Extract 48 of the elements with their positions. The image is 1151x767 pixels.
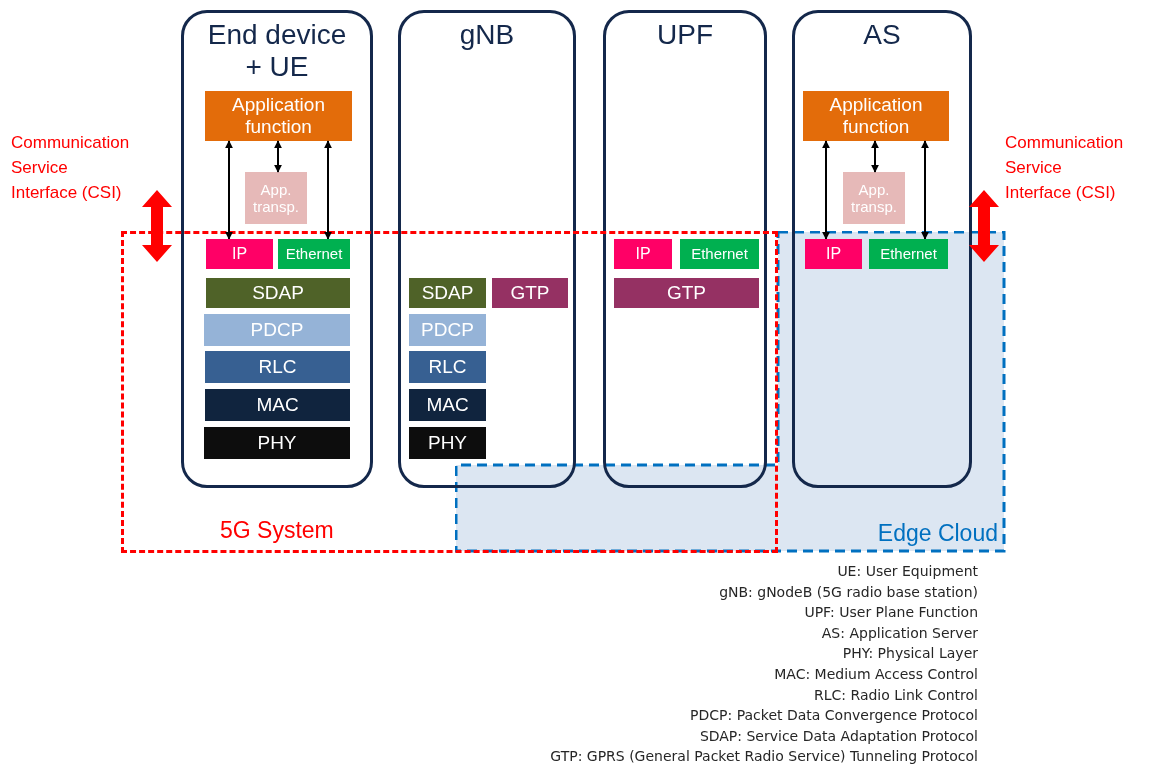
column-title: AS — [862, 19, 902, 52]
double-arrow — [324, 140, 332, 240]
ethernet-layer-box: Ethernet — [680, 239, 759, 269]
abbreviation-note: gNB: gNodeB (5G radio base station) — [719, 583, 978, 600]
protocol-stack-column — [603, 10, 767, 488]
abbreviation-note: PHY: Physical Layer — [842, 645, 978, 662]
rlc-layer-box: RLC — [409, 351, 486, 383]
pdcp-layer-box: PDCP — [204, 314, 350, 346]
ip-layer-box: IP — [206, 239, 273, 269]
double-arrow — [225, 140, 233, 240]
abbreviation-note: UPF: User Plane Function — [804, 604, 978, 621]
abbreviation-note: GTP: GPRS (General Packet Radio Service) Tunneling Protocol — [550, 748, 978, 765]
abbreviation-note: PDCP: Packet Data Convergence Protocol — [690, 707, 978, 724]
abbreviation-note: RLC: Radio Link Control — [814, 686, 978, 703]
mac-layer-box: MAC — [409, 389, 486, 421]
application-function-box: Application function — [803, 91, 949, 141]
ip-layer-box: IP — [614, 239, 672, 269]
region-label: Edge Cloud — [877, 520, 998, 547]
ethernet-layer-box: Ethernet — [869, 239, 948, 269]
column-title: gNB — [458, 19, 516, 52]
abbreviation-note: AS: Application Server — [821, 624, 978, 641]
interface-label: Communication Service Interface (CSI) — [11, 132, 131, 204]
phy-layer-box: PHY — [204, 427, 350, 459]
sdap-layer-box: SDAP — [409, 278, 486, 308]
gtp-layer-box: GTP — [614, 278, 759, 308]
column-title: UPF — [656, 19, 714, 52]
region-label: 5G System — [220, 517, 334, 544]
column-title: End device + UE — [206, 19, 348, 84]
abbreviation-note: MAC: Medium Access Control — [774, 666, 978, 682]
app-transport-box: App. transp. — [843, 172, 905, 224]
interface-label: Communication Service Interface (CSI) — [1005, 132, 1125, 204]
sdap-layer-box: SDAP — [206, 278, 350, 308]
double-arrow — [822, 140, 830, 240]
phy-layer-box: PHY — [409, 427, 486, 459]
double-arrow — [921, 140, 929, 240]
rlc-layer-box: RLC — [205, 351, 350, 383]
gtp-layer-box: GTP — [492, 278, 568, 308]
abbreviation-note: UE: User Equipment — [837, 563, 978, 579]
mac-layer-box: MAC — [205, 389, 350, 421]
double-arrow — [274, 140, 282, 173]
app-transport-box: App. transp. — [245, 172, 307, 224]
protocol-stack-column — [398, 10, 576, 488]
application-function-box: Application function — [205, 91, 352, 141]
ethernet-layer-box: Ethernet — [278, 239, 350, 269]
pdcp-layer-box: PDCP — [409, 314, 486, 346]
abbreviation-note: SDAP: Service Data Adaptation Protocol — [699, 727, 978, 744]
ip-layer-box: IP — [805, 239, 862, 269]
double-arrow — [871, 140, 879, 173]
